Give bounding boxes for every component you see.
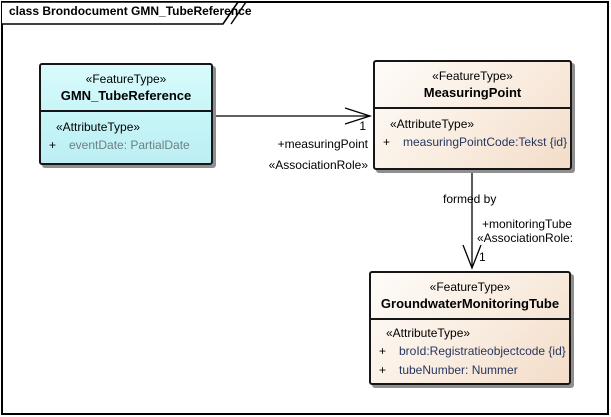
association-name-label: formed by: [443, 192, 497, 206]
class-box-measuringpoint[interactable]: «FeatureType» MeasuringPoint «AttributeT…: [373, 60, 572, 170]
class-header: «FeatureType» MeasuringPoint: [375, 62, 570, 109]
attribute-row: + eventDate: PartialDate: [41, 136, 211, 155]
class-name: GroundwaterMonitoringTube: [380, 296, 560, 311]
attribute-stereotype: «AttributeType»: [386, 326, 471, 340]
association-measuring-point: [213, 107, 373, 125]
association-stereotype-label: «AssociationRole:: [477, 231, 574, 245]
attribute-stereotype: «AttributeType»: [56, 120, 141, 134]
tab-accent-line: [230, 1, 247, 25]
role-label-monitoringtube: +monitoringTube: [482, 217, 572, 231]
attribute-signature: tubeNumber: Nummer: [399, 363, 518, 377]
visibility-plus-icon: +: [49, 138, 57, 152]
attribute-row: + tubeNumber: Nummer: [371, 361, 569, 380]
open-arrowhead-icon: [344, 107, 373, 125]
class-header: «FeatureType» GMN_TubeReference: [41, 65, 211, 112]
association-stereotype-label: «AssociationRole»: [268, 158, 368, 172]
multiplicity-label: 1: [479, 250, 486, 264]
visibility-plus-icon: +: [379, 344, 387, 358]
attribute-signature: eventDate: PartialDate: [69, 138, 190, 152]
visibility-plus-icon: +: [383, 135, 391, 149]
class-attributes: «AttributeType» + measuringPointCode:Teks…: [375, 109, 570, 152]
class-box-groundwatermonitoringtube[interactable]: «FeatureType» GroundwaterMonitoringTube …: [369, 271, 571, 385]
attribute-stereotype: «AttributeType»: [390, 117, 475, 131]
class-name: MeasuringPoint: [423, 85, 522, 100]
class-stereotype: «FeatureType»: [432, 69, 513, 83]
diagram-title-tab: [2, 1, 240, 25]
attribute-signature: measuringPointCode:Tekst {id}: [403, 135, 568, 149]
class-attributes: «AttributeType» + broId:Registratieobject…: [371, 320, 569, 380]
attribute-signature: broId:Registratieobjectcode {id}: [399, 344, 566, 358]
class-attributes: «AttributeType» + eventDate: PartialDate: [41, 112, 211, 155]
class-box-gmn-tubereference[interactable]: «FeatureType» GMN_TubeReference «Attribu…: [39, 63, 213, 165]
visibility-plus-icon: +: [379, 363, 387, 377]
class-header: «FeatureType» GroundwaterMonitoringTube: [371, 273, 569, 320]
role-label-measuringpoint: +measuringPoint: [277, 137, 368, 151]
association-monitoring-tube: [462, 171, 482, 270]
class-name: GMN_TubeReference: [60, 88, 192, 103]
class-stereotype: «FeatureType»: [85, 72, 167, 86]
open-arrowhead-icon: [462, 244, 482, 270]
class-stereotype: «FeatureType»: [429, 280, 511, 294]
attribute-row: + measuringPointCode:Tekst {id}: [375, 133, 570, 152]
multiplicity-label: 1: [359, 119, 366, 133]
attribute-row: + broId:Registratieobjectcode {id}: [371, 342, 569, 361]
diagram-title: class Brondocument GMN_TubeReference: [9, 4, 252, 18]
